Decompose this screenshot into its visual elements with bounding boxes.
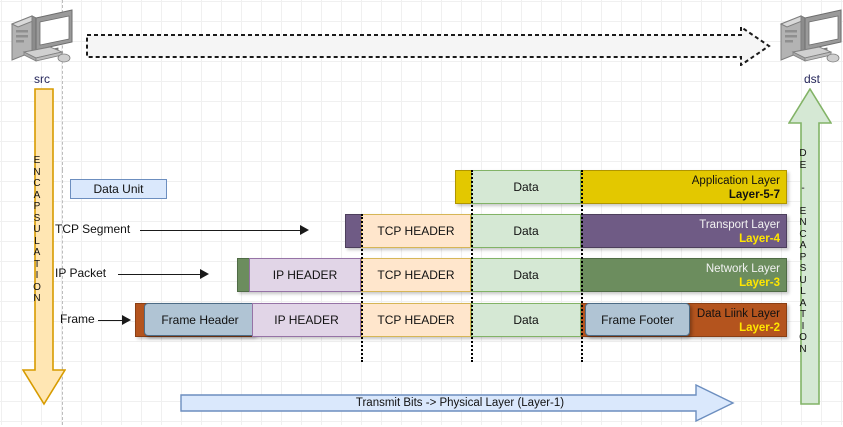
transmit-bits-arrow <box>180 383 735 427</box>
src-label: src <box>34 72 50 86</box>
ip-packet-arrow-head <box>200 269 209 279</box>
src-computer-icon <box>6 8 78 68</box>
logical-flow-arrow <box>86 25 771 71</box>
datalink-tcp-header-segment: TCP HEADER <box>361 303 471 337</box>
transport-layer-title: Transport Layer <box>699 219 780 231</box>
datalink-ip-header-segment: IP HEADER <box>252 303 361 337</box>
network-ip-header-label: IP HEADER <box>272 268 338 282</box>
datalink-data-segment: Data <box>471 303 581 337</box>
datalink-tcp-header-label: TCP HEADER <box>377 313 455 327</box>
encapsulation-arrow <box>21 88 67 411</box>
ip-packet-label: IP Packet <box>55 266 107 280</box>
src-guide-line-lower <box>62 170 63 425</box>
transport-data-label: Data <box>513 224 539 238</box>
transport-data-segment: Data <box>471 214 581 248</box>
frame-arrow-line <box>98 320 122 321</box>
tcp-segment-label: TCP Segment <box>55 222 131 236</box>
dst-computer-icon <box>775 8 843 68</box>
datalink-frame-header-segment: Frame Header <box>144 303 256 336</box>
application-layer-title: Application Layer <box>691 175 780 187</box>
datalink-layer-name: Data Liink Layer Layer-2 <box>697 307 780 335</box>
datalink-layer-title: Data Liink Layer <box>696 308 780 320</box>
boundary-line-data-end <box>581 170 583 362</box>
boundary-line-data-start <box>471 170 473 362</box>
dst-label: dst <box>803 72 820 86</box>
network-layer-title: Network Layer <box>705 263 780 275</box>
network-tcp-header-segment: TCP HEADER <box>361 258 471 292</box>
network-layer-name: Network Layer Layer-3 <box>706 262 780 290</box>
application-data-label: Data <box>513 180 539 194</box>
datalink-frame-footer-label: Frame Footer <box>601 312 674 327</box>
datalink-data-label: Data <box>513 313 539 327</box>
network-data-label: Data <box>513 268 539 282</box>
deencapsulation-arrow <box>787 87 833 411</box>
transport-layer-name: Transport Layer Layer-4 <box>699 218 780 246</box>
frame-label: Frame <box>60 312 95 326</box>
tcp-segment-arrow-line <box>140 230 300 231</box>
datalink-frame-header-label: Frame Header <box>161 312 239 327</box>
transport-tcp-header-label: TCP HEADER <box>377 224 455 238</box>
network-data-segment: Data <box>471 258 581 292</box>
network-tcp-header-label: TCP HEADER <box>377 268 455 282</box>
application-layer-name: Application Layer Layer-5-7 <box>692 174 780 202</box>
transmit-bits-label: Transmit Bits -> Physical Layer (Layer-1… <box>355 397 565 409</box>
datalink-ip-header-label: IP HEADER <box>274 313 339 327</box>
transport-tcp-header-segment: TCP HEADER <box>361 214 471 248</box>
src-guide-line <box>62 0 63 170</box>
ip-packet-arrow-line <box>118 274 200 275</box>
network-layer-number: Layer-3 <box>739 277 780 289</box>
datalink-frame-footer-segment: Frame Footer <box>585 303 690 336</box>
datalink-layer-number: Layer-2 <box>739 322 780 334</box>
application-layer-number: Layer-5-7 <box>728 189 780 201</box>
network-ip-header-segment: IP HEADER <box>249 258 361 292</box>
application-data-segment: Data <box>471 170 581 204</box>
data-unit-box: Data Unit <box>70 179 167 199</box>
data-unit-label: Data Unit <box>93 182 144 196</box>
boundary-line-left <box>361 214 363 362</box>
frame-arrow-head <box>122 315 131 325</box>
tcp-segment-arrow-head <box>300 225 309 235</box>
transport-layer-number: Layer-4 <box>739 233 780 245</box>
